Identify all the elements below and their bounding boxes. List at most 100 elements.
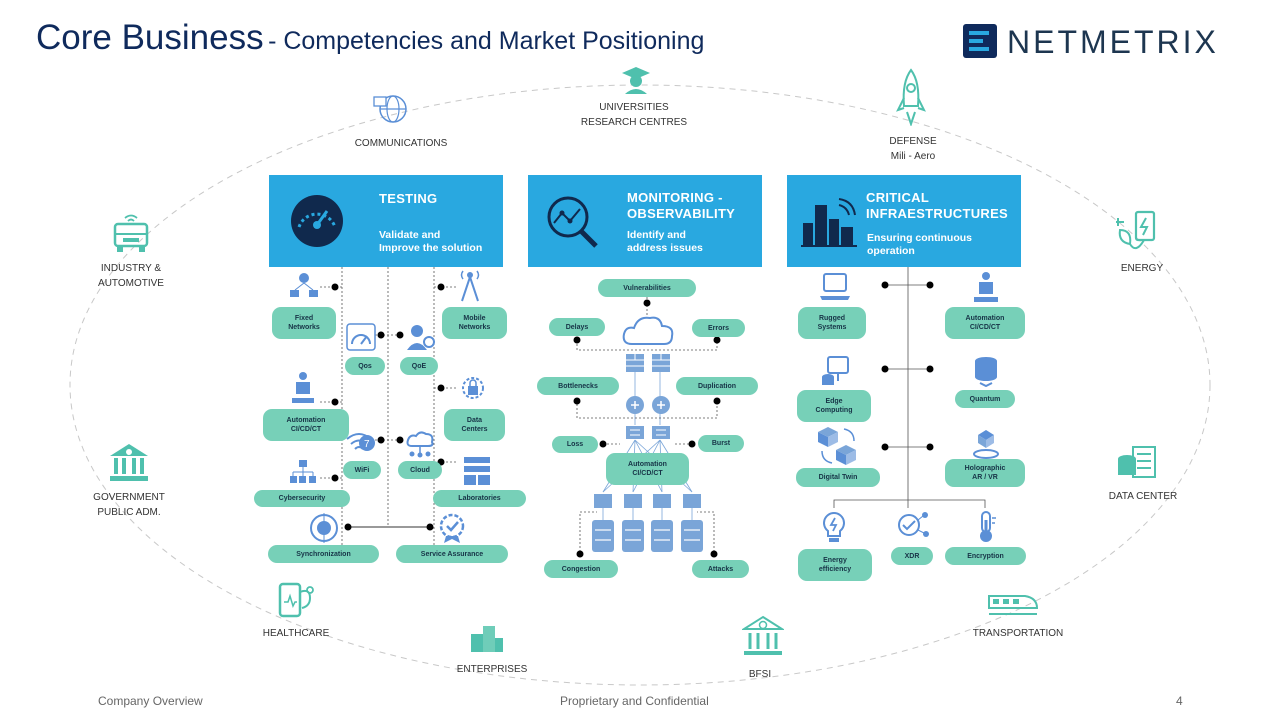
digital-twin-cubes-icon (818, 427, 856, 465)
pill-qoe: QoE (400, 357, 438, 375)
pill-xdr: XDR (891, 547, 933, 565)
market-healthcare: HEALTHCARE (262, 628, 330, 639)
antenna-tower-icon (460, 270, 480, 302)
government-building-icon (110, 444, 148, 481)
testing-dots (331, 283, 445, 531)
infrastructure-icon (801, 198, 857, 247)
pill-laboratories: Laboratories (433, 490, 526, 507)
market-energy: ENERGY (1120, 263, 1164, 274)
quantum-database-icon (975, 357, 997, 387)
pill-digital-twin: Digital Twin (796, 468, 880, 487)
data-center-lock-icon (462, 377, 484, 399)
globe-network-icon (373, 95, 407, 123)
thermometer-icon (980, 511, 996, 542)
firewall-icon (626, 354, 670, 372)
data-center-icon (1118, 446, 1156, 478)
gauge-icon (346, 323, 376, 351)
switch-icon (626, 426, 670, 439)
title-main: Core Business (36, 18, 264, 57)
slide-title: Core Business - Competencies and Market … (36, 18, 704, 58)
cybersecurity-network-icon (290, 460, 316, 483)
magnifier-chart-icon (547, 196, 598, 248)
netmetrix-logo: NETMETRIX (963, 24, 1219, 60)
pillar-testing-title: TESTING (379, 191, 438, 206)
title-subtitle: - Competencies and Market Positioning (268, 27, 705, 55)
footer-left: Company Overview (98, 694, 203, 708)
cloud-network-icon (406, 431, 434, 458)
bank-icon (742, 615, 784, 655)
pill-qos: Qos (345, 357, 385, 375)
speedometer-icon (291, 195, 343, 247)
hologram-icon (973, 430, 999, 459)
market-datacenter: DATA CENTER (1108, 491, 1178, 502)
monitoring-dots (573, 299, 721, 558)
pill-synchronization: Synchronization (268, 545, 379, 563)
servers-icon (592, 520, 703, 552)
pill-cloud: Cloud (398, 461, 442, 479)
market-bfsi: BFSI (748, 669, 772, 680)
market-ellipse (69, 84, 1211, 686)
pill-bottlenecks: Bottlenecks (537, 377, 619, 395)
network-nodes-icon (290, 273, 318, 297)
pillar-monitoring-title: MONITORING -OBSERVABILITY (627, 190, 736, 221)
energy-bulb-icon (823, 511, 845, 542)
pill-vulnerabilities: Vulnerabilities (598, 279, 696, 297)
footer-center: Proprietary and Confidential (560, 694, 709, 708)
synchronization-icon (310, 513, 338, 543)
pill-quantum: Quantum (955, 390, 1015, 408)
service-badge-icon (439, 513, 465, 543)
robot-arm-icon (292, 372, 314, 403)
pill-wifi: WiFi (343, 461, 381, 479)
pill-errors: Errors (692, 319, 745, 337)
user-settings-icon (407, 325, 435, 350)
lab-servers-icon (464, 457, 490, 485)
pill-encryption: Encryption (945, 547, 1026, 565)
router-icon (626, 396, 670, 414)
pill-cybersecurity: Cybersecurity (254, 490, 350, 507)
office-buildings-icon (471, 626, 503, 652)
rocket-icon (896, 68, 926, 126)
robot-arm-icon-2 (974, 272, 998, 302)
pill-loss: Loss (552, 436, 598, 453)
critical-connectors (833, 267, 986, 508)
wifi-icon: 7 (346, 433, 375, 451)
market-industry: INDUSTRY &AUTOMOTIVE (98, 263, 164, 289)
pill-duplication: Duplication (676, 377, 758, 395)
critical-dots (881, 281, 934, 451)
market-communications: COMMUNICATIONS (354, 138, 448, 149)
xdr-network-icon (898, 512, 929, 537)
logo-text: NETMETRIX (1007, 24, 1219, 60)
market-transportation: TRANSPORTATION (972, 628, 1064, 639)
laptop-icon (820, 273, 850, 300)
edge-computing-icon (822, 356, 849, 385)
market-enterprises: ENTERPRISES (456, 664, 528, 675)
train-icon (988, 595, 1039, 615)
pill-delays: Delays (549, 318, 605, 336)
page-number: 4 (1176, 694, 1183, 708)
cloud-icon (622, 316, 674, 345)
graduate-icon (622, 67, 650, 94)
access-switches-icon (594, 494, 701, 508)
pill-attacks: Attacks (692, 560, 749, 578)
pill-burst: Burst (698, 435, 744, 452)
svg-text:7: 7 (364, 439, 370, 450)
